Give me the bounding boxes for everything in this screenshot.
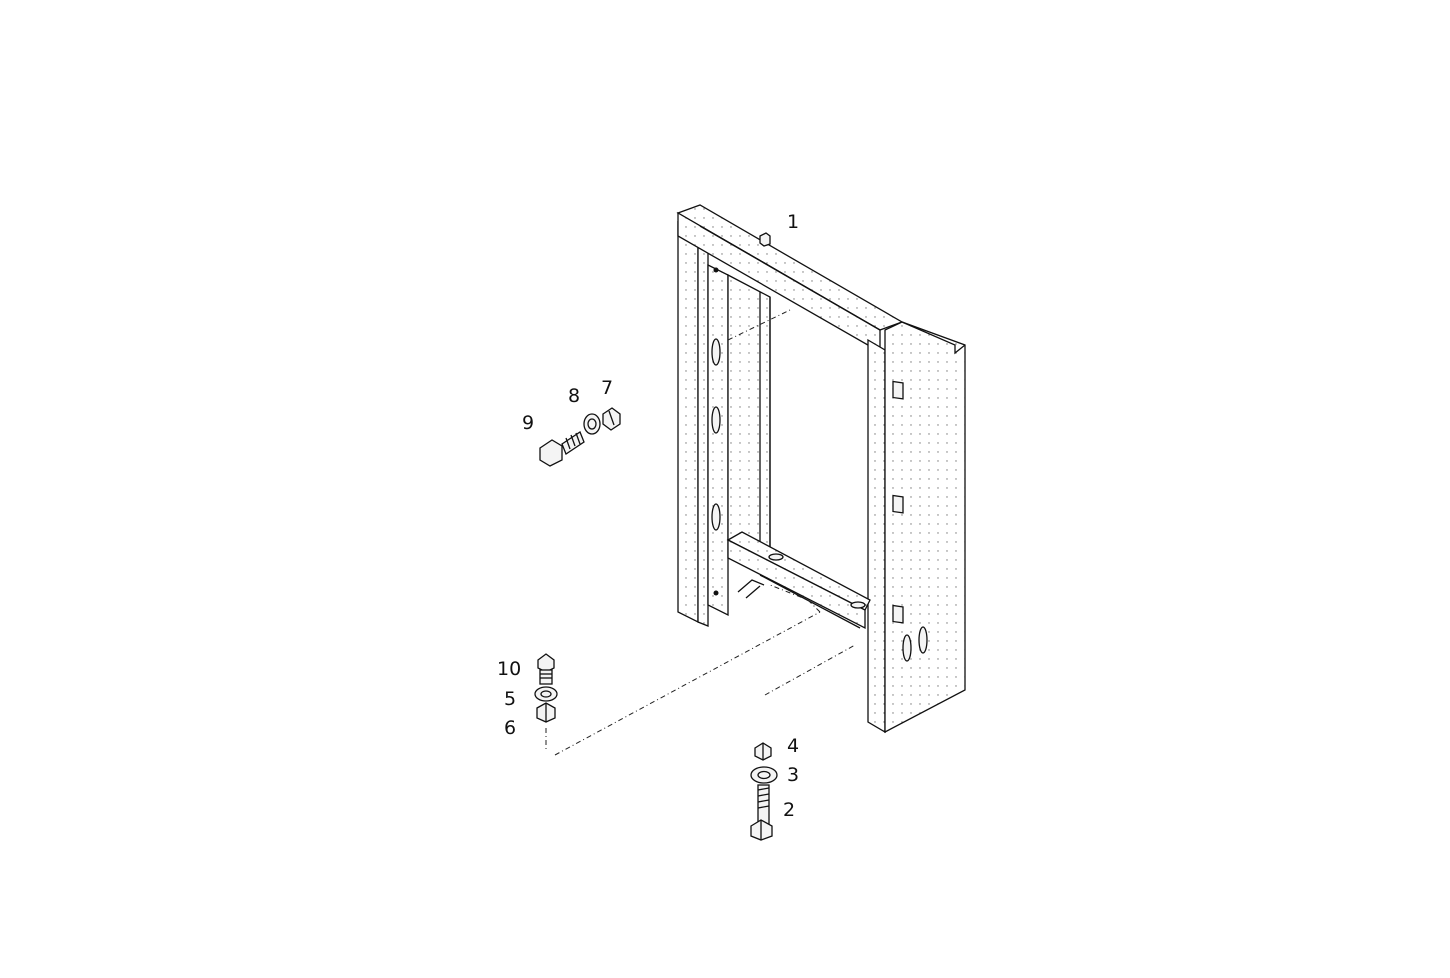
bolt-part-2 [750, 784, 773, 841]
washer-part-5 [534, 686, 558, 702]
callout-4: 4 [787, 735, 799, 757]
callout-8: 8 [568, 385, 580, 407]
washer-part-8 [583, 413, 601, 435]
washer-part-3 [750, 766, 778, 784]
frame-part [676, 204, 966, 734]
callout-5: 5 [504, 688, 516, 710]
callout-3: 3 [787, 764, 799, 786]
callout-9: 9 [522, 412, 534, 434]
callout-2: 2 [783, 799, 795, 821]
callout-1: 1 [787, 211, 799, 233]
callout-10: 10 [497, 658, 521, 680]
bolt-part-9 [539, 431, 585, 467]
callout-6: 6 [504, 717, 516, 739]
callout-7: 7 [601, 377, 613, 399]
assembly-lines [545, 309, 856, 756]
nut-part-7 [602, 407, 621, 431]
bolt-part-10 [537, 653, 555, 685]
nut-part-4 [754, 742, 772, 761]
nut-part-6 [536, 702, 556, 723]
